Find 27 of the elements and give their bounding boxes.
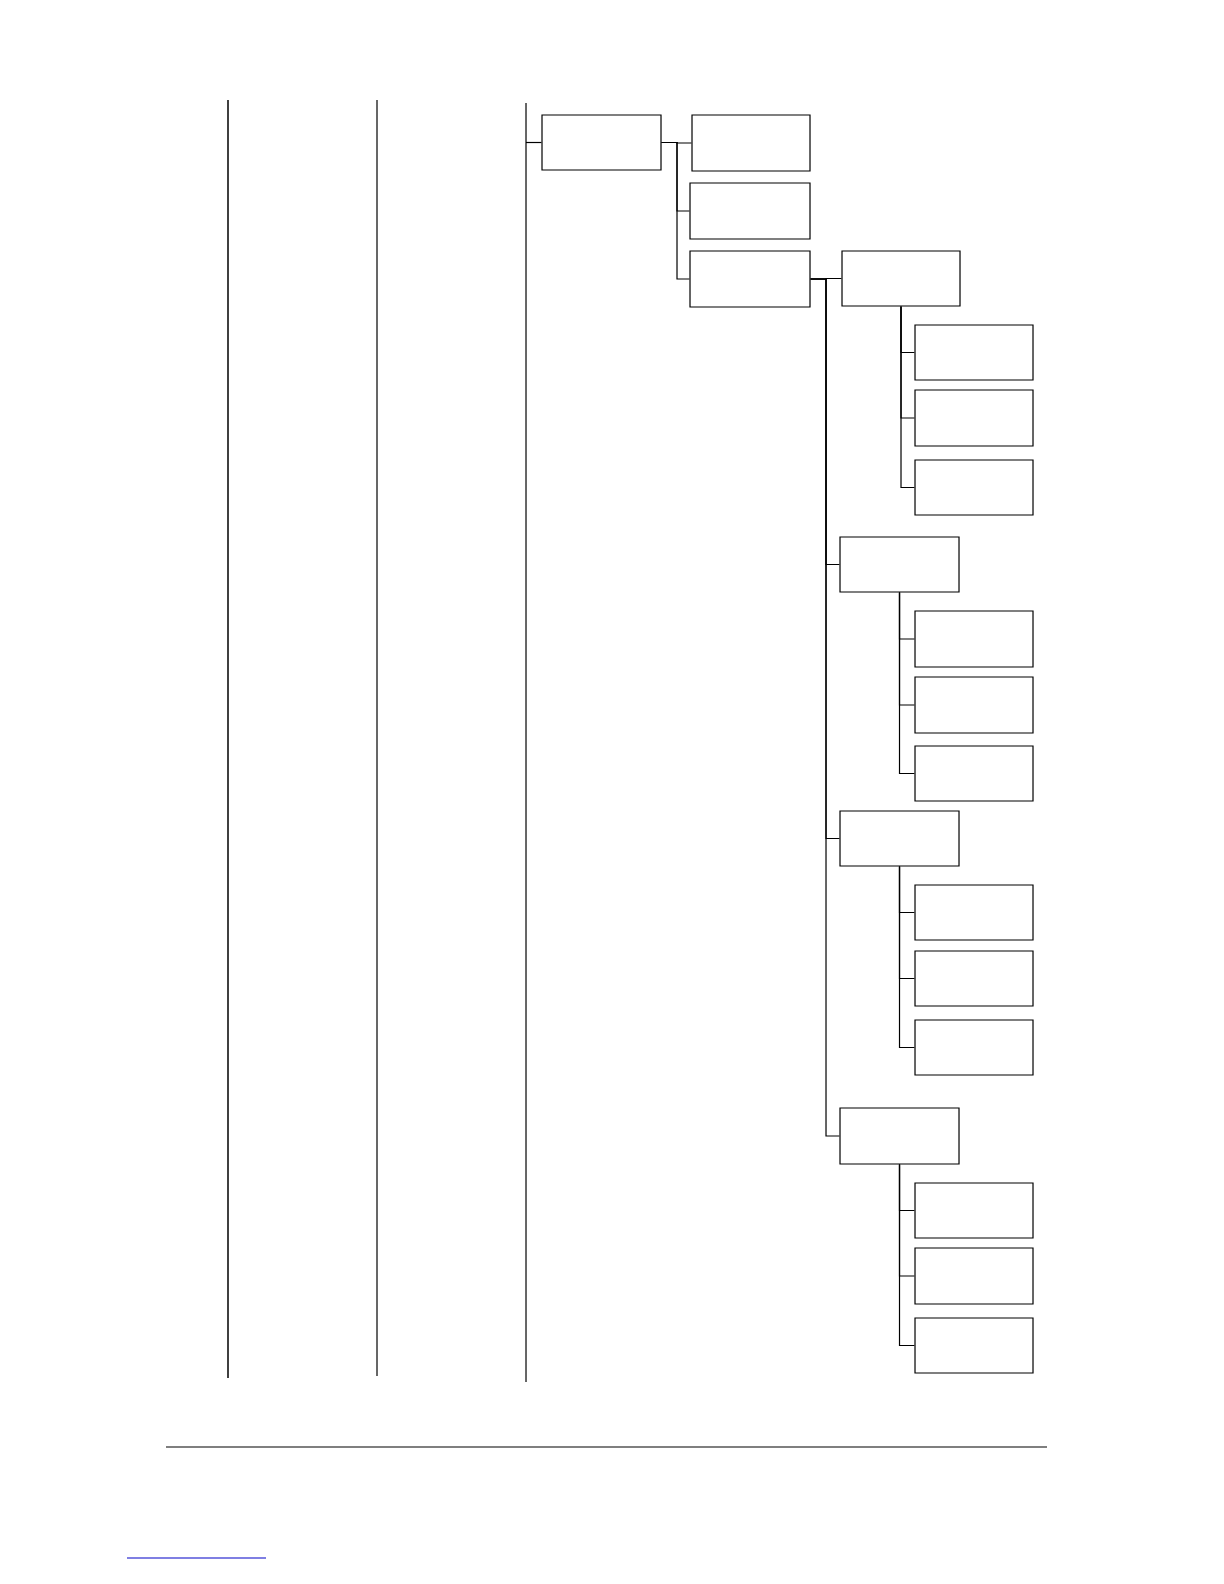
connector-line (900, 306, 915, 489)
connector-line (810, 278, 840, 1137)
box (914, 884, 1034, 941)
box (839, 810, 960, 867)
box (914, 1247, 1034, 1305)
box (914, 676, 1034, 734)
box (691, 114, 811, 172)
box (914, 610, 1034, 668)
connector-line (661, 141, 690, 280)
box (914, 1019, 1034, 1076)
connector-line (898, 1164, 915, 1347)
box (541, 114, 662, 171)
box (914, 745, 1034, 802)
connector-line (898, 592, 915, 775)
box (839, 1107, 960, 1165)
box (841, 250, 961, 307)
box (689, 182, 811, 240)
connector-line (898, 866, 915, 1049)
box (689, 250, 811, 308)
connector-line (525, 141, 542, 144)
box (914, 1317, 1034, 1374)
box (914, 324, 1034, 381)
box (914, 950, 1034, 1007)
box (914, 389, 1034, 447)
box (839, 536, 960, 593)
box (914, 1182, 1034, 1239)
box (914, 459, 1034, 516)
